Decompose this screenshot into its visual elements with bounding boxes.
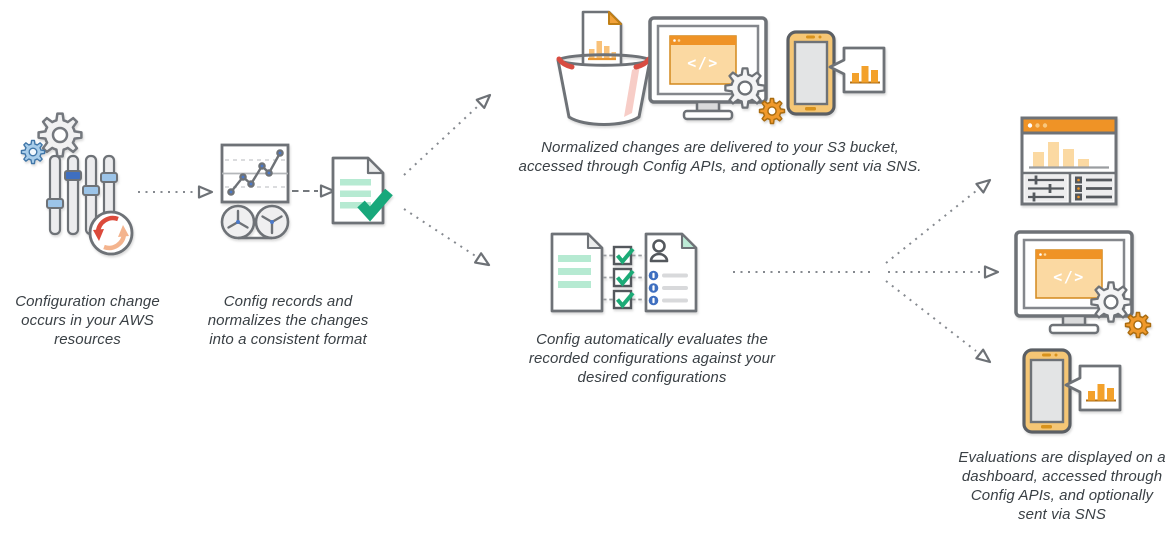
phone-chart-notification-icon: [786, 30, 886, 116]
record-reels-chart-icon: [220, 143, 290, 240]
arrow-document-to-evaluation-branch: [403, 208, 491, 267]
document-checkmark-icon: [331, 156, 393, 225]
caption-config-records: Config records and normalizes the change…: [207, 293, 369, 348]
arrow-to-config-apis: [888, 265, 1000, 279]
caption-outputs: Evaluations are displayed on a dashboard…: [958, 449, 1166, 523]
dashboard-icon: [1020, 116, 1118, 206]
arrow-to-dashboard: [885, 178, 992, 264]
arrow-records-to-document: [292, 184, 336, 198]
phone-chart-notification-icon: [1022, 348, 1122, 434]
caption-config-change: Configuration change occurs in your AWS …: [15, 293, 160, 348]
s3-bucket-report-icon: [556, 10, 652, 126]
caption-evaluation: Config automatically evaluates the recor…: [528, 331, 776, 386]
caption-s3-delivery: Normalized changes are delivered to your…: [518, 139, 922, 175]
monitor-code-gears-icon: [648, 16, 788, 128]
monitor-code-gears-icon: [1014, 230, 1154, 342]
arrow-to-sns: [885, 280, 992, 364]
gears-sliders-refresh-icon: [20, 112, 134, 256]
arrow-change-to-records: [138, 185, 214, 199]
arrow-document-to-s3-branch: [403, 93, 492, 176]
evaluation-documents-checklist-icon: [550, 232, 698, 313]
